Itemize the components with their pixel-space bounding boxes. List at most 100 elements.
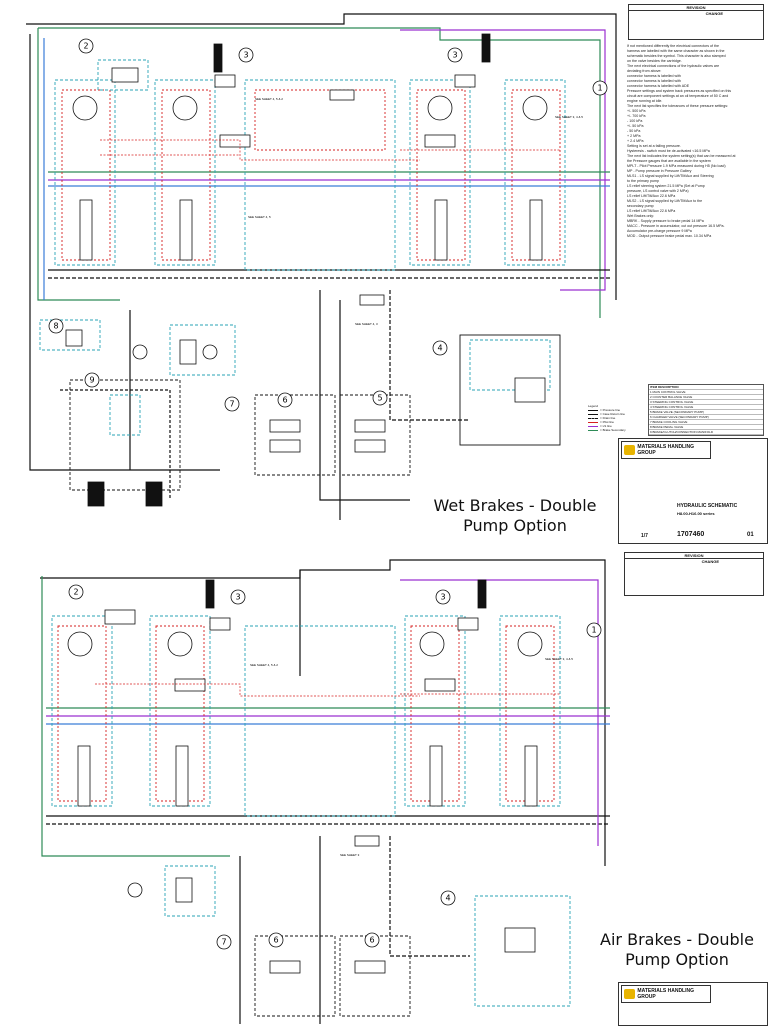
charger-valve-box-b xyxy=(254,935,336,1017)
note-line: connector harness is labelled with ADE xyxy=(627,84,690,88)
steering-priority-valve xyxy=(214,74,236,88)
brake-valve-spool-a xyxy=(354,419,386,433)
spool-valve-4 xyxy=(529,199,543,261)
steering-unit-box-b xyxy=(474,895,571,1007)
note-line: MLS2 - LS signal supplied by Lift/Tilt/A… xyxy=(627,199,703,203)
note-line: connector harness is labelled with xyxy=(627,79,681,83)
callout-circle-7b xyxy=(216,934,232,950)
pilot-box-1b xyxy=(57,625,107,802)
spool-valve-4b xyxy=(524,745,538,807)
parts-row: 3 STEERING CONTROL VALVE xyxy=(649,400,763,405)
callout-label: 1 xyxy=(597,84,602,93)
sheet-ref-label: SEE SHEET 4, 5 & 2 xyxy=(250,663,278,667)
callout-circle-5 xyxy=(372,390,388,406)
note-line: Wet Brakes only: xyxy=(627,214,655,218)
drain-line-right xyxy=(389,290,470,421)
brake-cooling-box-b xyxy=(164,865,216,917)
callout-circle-9 xyxy=(84,372,100,388)
callout-label: 7 xyxy=(221,938,226,947)
legend-item: = Pressure line xyxy=(588,408,628,412)
callout-group-bottom xyxy=(68,584,602,950)
pedal-valve-body xyxy=(65,329,83,347)
drawing-number: 1707460 xyxy=(677,531,705,538)
sheet-ref-label: SEE SHEET 3, 4 & 5 xyxy=(545,657,573,661)
note-line: MACC - Pressure in accumulator, cut out … xyxy=(627,224,725,228)
note-line: If not mentioned differently the electri… xyxy=(627,44,720,48)
steering-cylinder-right-b xyxy=(477,579,487,609)
callout-circle-3a xyxy=(238,47,254,63)
diagram-caption: Wet Brakes - Double Pump Option xyxy=(430,496,600,536)
callout-label: 3 xyxy=(243,51,248,60)
brake-manifold-box xyxy=(69,379,181,491)
note-line: harness are labelled with the same chara… xyxy=(627,49,725,53)
charger-valve-box xyxy=(254,394,336,476)
note-line: - 100 kPa xyxy=(627,119,643,123)
pilot-box-3b xyxy=(410,625,460,802)
steering-inner-box xyxy=(469,339,551,391)
pump-motor-1 xyxy=(72,95,98,121)
black-pressure-line-b xyxy=(40,559,606,866)
pump-motor-2 xyxy=(172,95,198,121)
steering-priority-valve-b xyxy=(209,617,231,631)
steering-unit-box xyxy=(459,334,561,446)
note-line: MP - Pump pressure in Pressure Gallery xyxy=(627,169,692,173)
drain-line-right-b xyxy=(389,836,470,957)
brake-cooling-spool-b xyxy=(175,877,193,903)
brake-valve-spool-b xyxy=(354,439,386,453)
note-line: LS relief Lift/Tilt/Aux 22.6 MPa xyxy=(627,194,676,198)
legend-item: = Drain line xyxy=(588,416,628,420)
parts-row: 2 COUNTER BALANCE VALVE xyxy=(649,395,763,400)
cbv-valve-body xyxy=(111,67,139,83)
legend-swatch xyxy=(588,417,598,419)
spool-valve-1 xyxy=(79,199,93,261)
pilot-run-ab xyxy=(95,683,420,697)
center-supply-line xyxy=(319,290,410,501)
callout-label: 4 xyxy=(445,894,450,903)
spool-valve-2b xyxy=(175,745,189,807)
steering-priority-valve-right-b xyxy=(457,617,479,631)
notes-block: If not mentioned differently the electri… xyxy=(627,44,765,239)
caption-line-2: Pump Option xyxy=(463,516,567,535)
note-line: +/- 700 kPa xyxy=(627,114,646,118)
steering-orbital-unit-b xyxy=(504,927,536,953)
callout-label: 3 xyxy=(440,593,445,602)
green-left-line-b xyxy=(41,576,230,857)
note-line: Pressure settings and system back pressu… xyxy=(627,89,732,93)
black-supply-line xyxy=(29,34,220,471)
parts-row: 1 MAIN CONTROL VALVE xyxy=(649,390,763,395)
callout-label: 3 xyxy=(452,51,457,60)
pilot-run-a xyxy=(100,139,420,161)
legend-swatch xyxy=(588,421,598,423)
brake-cooling-spool xyxy=(179,339,197,365)
caption-line-1b: Air Brakes - Double xyxy=(600,930,754,949)
callout-labels-top: 1 2 3 3 4 5 6 7 8 9 xyxy=(53,42,602,409)
parts-row: 7 BRAKE COOLING VALVE xyxy=(649,420,763,425)
callout-labels-bottom: 1 2 3 3 4 6 6 7 xyxy=(73,588,596,947)
pilot-box-2b xyxy=(155,625,205,802)
unload-valve xyxy=(359,294,385,306)
note-line: +/- 50 kPa xyxy=(627,124,644,128)
note-line: MOD - Output pressure brake pedal max. 1… xyxy=(627,234,712,238)
revision-table-b: REVISION CHANGE xyxy=(624,552,764,596)
schematic-sheet-wet-brakes: 1 2 3 3 4 5 6 7 8 9 SEE SHEET 3, 4 & 5 S… xyxy=(26,4,768,544)
valve-section-box-3 xyxy=(409,79,471,266)
sheet-ref-label: SEE SHEET 4, 5 xyxy=(248,215,271,219)
center-pilot-box xyxy=(254,89,386,151)
callout-circle-6ab xyxy=(268,932,284,948)
note-line: The next list indicates the system setti… xyxy=(627,154,736,158)
callout-label: 8 xyxy=(53,322,58,331)
unload-valve-b xyxy=(354,835,380,847)
callout-label: 6 xyxy=(369,936,374,945)
callout-circle-3b xyxy=(447,47,463,63)
caption-line-2b: Pump Option xyxy=(625,950,729,969)
spool-valve-3 xyxy=(434,199,448,261)
revision-header: REVISION xyxy=(629,5,763,11)
center-valve-box xyxy=(244,79,396,271)
pump-motor-3 xyxy=(427,95,453,121)
note-line: connector harness is labelled with xyxy=(627,74,681,78)
company-logo-icon xyxy=(624,989,636,999)
legend-item: = Case Return line xyxy=(588,412,628,416)
callout-label: 6 xyxy=(273,936,278,945)
parts-row: 6 CHARGER VALVE (SECONDARY PUMP) xyxy=(649,415,763,420)
valve-section-box-2 xyxy=(154,79,216,266)
